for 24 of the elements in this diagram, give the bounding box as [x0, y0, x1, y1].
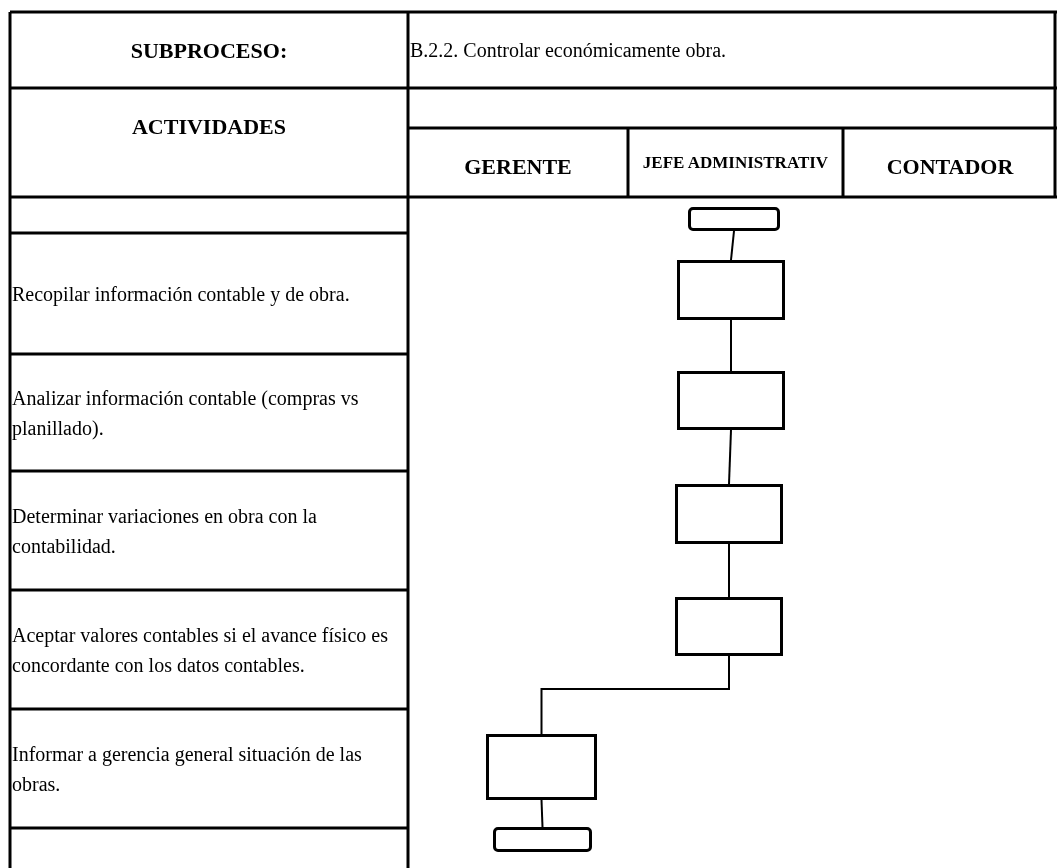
process-box — [677, 260, 785, 320]
terminal-shape — [688, 207, 780, 231]
activity-text: Analizar información contable (compras vs planillado). — [12, 385, 360, 442]
lane-header: GERENTE — [464, 153, 572, 181]
process-box — [675, 597, 783, 656]
activity-text: Recopilar información contable y de obra. — [12, 281, 350, 308]
activity-text: Aceptar valores contables si el avance físico es concordante con los datos contables. — [12, 622, 389, 678]
connector-line — [540, 655, 730, 735]
connector-line — [728, 543, 730, 598]
connector-line — [730, 319, 732, 372]
subprocess-title: B.2.2. Controlar económicamente obra. — [410, 38, 726, 63]
activity-text: Determinar variaciones en obra con la contabilidad. — [12, 503, 318, 559]
header-text: ACTIVIDADES — [131, 113, 286, 141]
connector-line — [728, 429, 732, 485]
process-box — [486, 734, 597, 800]
process-box — [675, 484, 783, 544]
activity-text: Informar a gerencia general situación de las obras. — [12, 741, 363, 797]
process-box — [677, 371, 785, 430]
lane-header: CONTADOR — [886, 153, 1014, 181]
connector-line — [540, 799, 544, 828]
connector-line — [730, 230, 735, 261]
terminal-shape — [493, 827, 592, 852]
header-text: SUBPROCESO: — [130, 36, 288, 65]
lane-header: JEFE ADMINISTRATIV — [642, 151, 829, 174]
